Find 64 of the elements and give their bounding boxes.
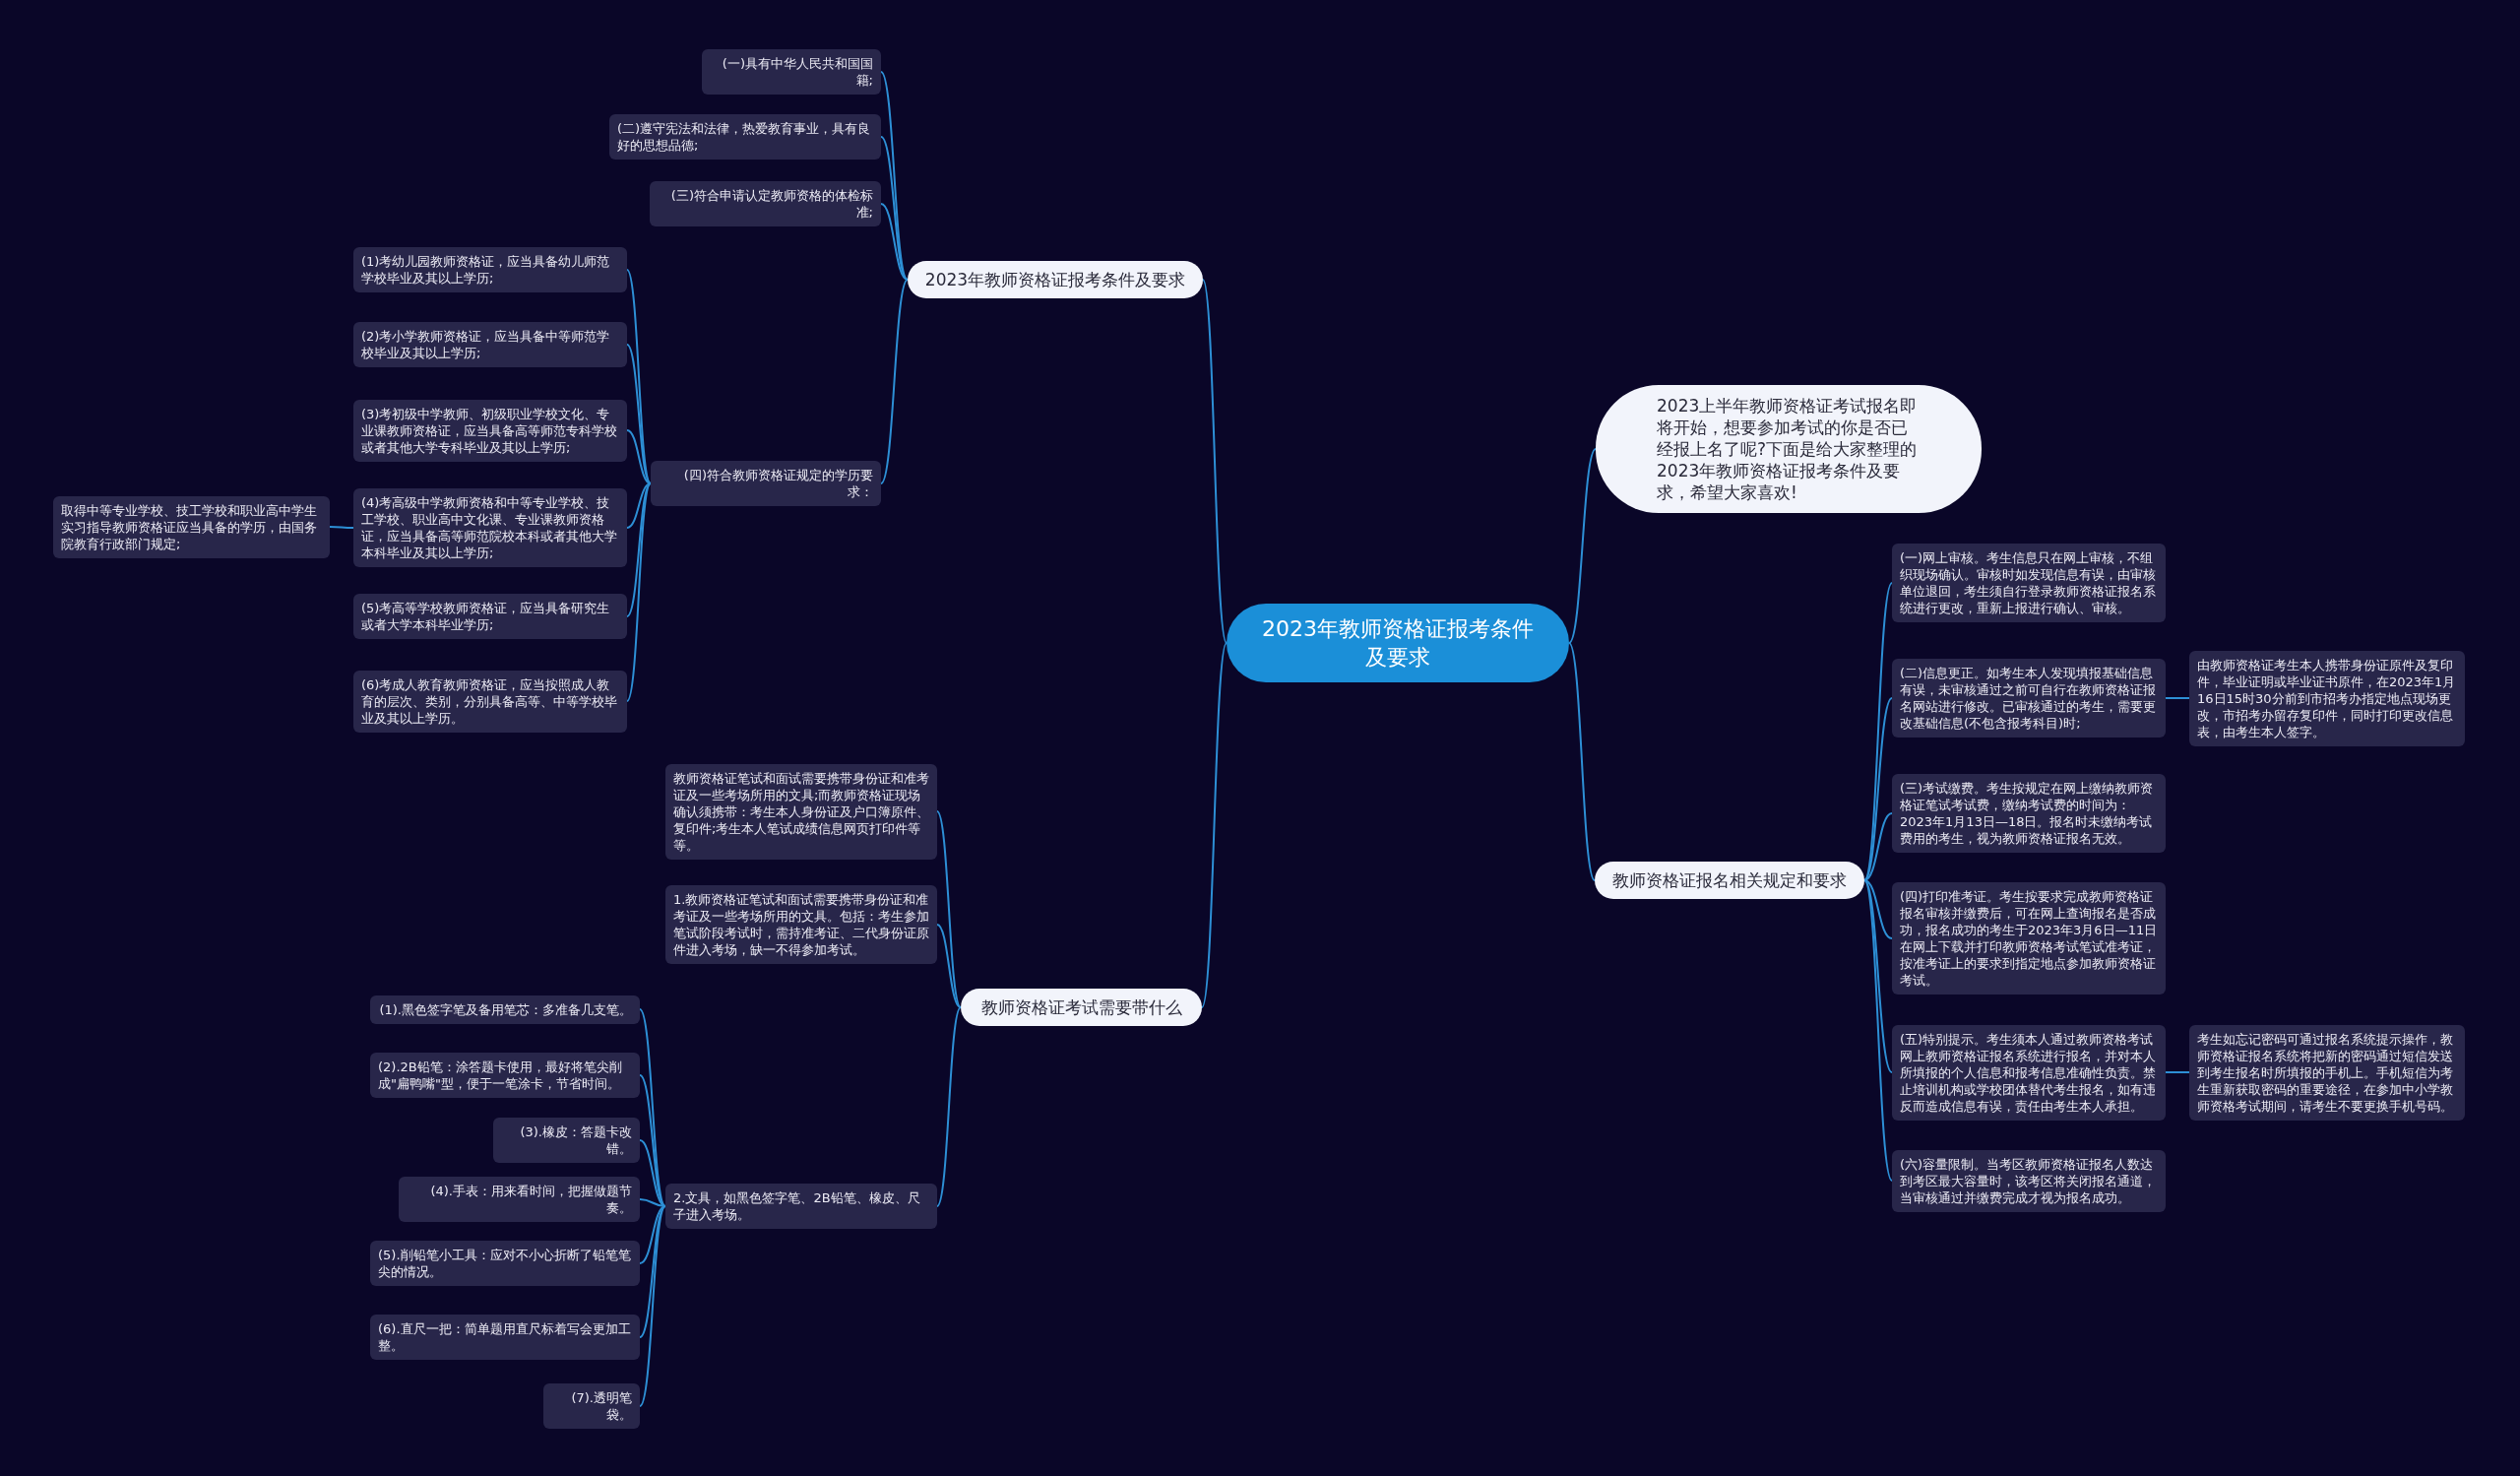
leaf-box: (1).黑色签字笔及备用笔芯：多准备几支笔。 bbox=[370, 995, 640, 1024]
leaf-box: (二)信息更正。如考生本人发现填报基础信息有误，未审核通过之前可自行在教师资格证报名网站进行修改。已审核通过的考生，需要更改基础信息(不包含报考科目)时; bbox=[1892, 659, 2166, 738]
central-topic: 2023年教师资格证报考条件及要求 bbox=[1227, 604, 1569, 682]
connector-line bbox=[626, 269, 652, 484]
branch-topic: 教师资格证考试需要带什么 bbox=[961, 989, 1202, 1026]
leaf-box: (5)考高等学校教师资格证，应当具备研究生或者大学本科毕业学历; bbox=[353, 594, 627, 639]
leaf-box: (5).削铅笔小工具：应对不小心折断了铅笔笔尖的情况。 bbox=[370, 1241, 640, 1286]
connector-line bbox=[329, 526, 354, 529]
connector-line bbox=[1202, 279, 1228, 644]
leaf-box: (一)网上审核。考生信息只在网上审核，不组织现场确认。审核时如发现信息有误，由审核单位退回，考生须自行登录教师资格证报名系统进行更改，重新上报进行确认、审核。 bbox=[1892, 544, 2166, 622]
leaf-box: (4).手表：用来看时间，把握做题节奏。 bbox=[399, 1177, 640, 1222]
leaf-box: 教师资格证笔试和面试需要携带身份证和准考证及一些考场所用的文具;而教师资格证现场确认须携带：考生本人身份证及户口簿原件、复印件;考生本人笔试成绩信息网页打印件等等。 bbox=[665, 764, 937, 860]
leaf-box: (五)特别提示。考生须本人通过教师资格考试网上教师资格证报名系统进行报名，并对本人所填报的个人信息和报考信息准确性负责。禁止培训机构或学校团体替代考生报名，如有违反而造成信息有误，责任由考生本人承担。 bbox=[1892, 1025, 2166, 1121]
leaf-box: (四)打印准考证。考生按要求完成教师资格证报名审核并缴费后，可在网上查询报名是否成功，报名成功的考生于2023年3月6日—11日在网上下载并打印教师资格考试笔试准考证，按准考证上的要求到指定地点参加教师资格证考试。 bbox=[1892, 882, 2166, 995]
leaf-box: (4)考高级中学教师资格和中等专业学校、技工学校、职业高中文化课、专业课教师资格证，应当具备高等师范院校本科或者其他大学本科毕业及其以上学历; bbox=[353, 488, 627, 567]
connector-line bbox=[626, 482, 652, 529]
connector-line bbox=[626, 344, 652, 484]
connector-line bbox=[639, 1205, 666, 1264]
connector-line bbox=[1568, 642, 1596, 881]
leaf-box: (6).直尺一把：简单题用直尺标着写会更加工整。 bbox=[370, 1315, 640, 1360]
leaf-box: (3).橡皮：答题卡改错。 bbox=[493, 1118, 640, 1163]
leaf-box: (1)考幼儿园教师资格证，应当具备幼儿师范学校毕业及其以上学历; bbox=[353, 247, 627, 292]
leaf-box: (三)符合申请认定教师资格的体检标准; bbox=[650, 181, 881, 226]
connector-line bbox=[626, 482, 652, 617]
leaf-box: (二)遵守宪法和法律，热爱教育事业，具有良好的思想品德; bbox=[609, 114, 881, 160]
connector-line bbox=[880, 279, 909, 484]
branch-topic: 教师资格证报名相关规定和要求 bbox=[1595, 862, 1864, 899]
leaf-box: (7).透明笔袋。 bbox=[543, 1383, 640, 1429]
connector-line bbox=[1863, 582, 1893, 881]
connector-line bbox=[639, 1074, 666, 1207]
leaf-box: (2).2B铅笔：涂答题卡使用，最好将笔尖削成"扁鸭嘴"型，便于一笔涂卡，节省时间。 bbox=[370, 1053, 640, 1098]
branch-topic: 2023年教师资格证报考条件及要求 bbox=[908, 261, 1203, 298]
connector-line bbox=[626, 482, 652, 702]
leaf-box: 2.文具，如黑色签字笔、2B铅笔、橡皮、尺子进入考场。 bbox=[665, 1184, 937, 1229]
leaf-box: (六)容量限制。当考区教师资格证报名人数达到考区最大容量时，该考区将关闭报名通道，当审核通过并缴费完成才视为报名成功。 bbox=[1892, 1150, 2166, 1212]
leaf-box: 1.教师资格证笔试和面试需要携带身份证和准考证及一些考场所用的文具。包括：考生参加笔试阶段考试时，需持准考证、二代身份证原件进入考场，缺一不得参加考试。 bbox=[665, 885, 937, 964]
leaf-box: 取得中等专业学校、技工学校和职业高中学生实习指导教师资格证应当具备的学历，由国务院教育行政部门规定; bbox=[53, 496, 330, 558]
connector-line bbox=[1568, 448, 1597, 644]
leaf-box: (2)考小学教师资格证，应当具备中等师范学校毕业及其以上学历; bbox=[353, 322, 627, 367]
leaf-box: (6)考成人教育教师资格证，应当按照成人教育的层次、类别，分别具备高等、中等学校毕业及其以上学历。 bbox=[353, 671, 627, 733]
leaf-box: 考生如忘记密码可通过报名系统提示操作，教师资格证报名系统将把新的密码通过短信发送到考生报名时所填报的手机上。手机短信为考生重新获取密码的重要途径，在参加中小学教师资格考试期间，请考生不要更换手机号码。 bbox=[2189, 1025, 2465, 1121]
connector-line bbox=[639, 1205, 666, 1407]
leaf-box: 由教师资格证考生本人携带身份证原件及复印件，毕业证明或毕业证书原件，在2023年1月16日15时30分前到市招考办指定地点现场更改，市招考办留存复印件，同时打印更改信息表，由考生本人签字。 bbox=[2189, 651, 2465, 746]
connector-line bbox=[880, 136, 909, 281]
connector-line bbox=[1863, 697, 1893, 881]
leaf-box: (四)符合教师资格证规定的学历要求： bbox=[651, 461, 881, 506]
connector-line bbox=[880, 203, 909, 281]
connector-line bbox=[639, 1205, 666, 1338]
connector-line bbox=[1863, 879, 1893, 939]
connector-line bbox=[2165, 1071, 2190, 1073]
connector-line bbox=[1863, 879, 1893, 1073]
connector-line bbox=[936, 924, 962, 1008]
leaf-box: (3)考初级中学教师、初级职业学校文化、专业课教师资格证，应当具备高等师范专科学校或者其他大学专科毕业及其以上学历; bbox=[353, 400, 627, 462]
connector-line bbox=[936, 810, 962, 1008]
connector-line bbox=[1201, 642, 1228, 1008]
connector-line bbox=[626, 429, 652, 484]
connector-line bbox=[639, 1008, 666, 1207]
leaf-box: (一)具有中华人民共和国国籍; bbox=[702, 49, 881, 95]
connector-line bbox=[936, 1006, 962, 1207]
connector-line bbox=[1863, 812, 1893, 881]
connector-line bbox=[1863, 879, 1893, 1182]
connector-line bbox=[2165, 697, 2190, 699]
leaf-box: (三)考试缴费。考生按规定在网上缴纳教师资格证笔试考试费，缴纳考试费的时间为：2023年1月13日—18日。报名时未缴纳考试费用的考生，视为教师资格证报名无效。 bbox=[1892, 774, 2166, 853]
intro-bubble: 2023上半年教师资格证考试报名即将开始，想要参加考试的你是否已经报上名了呢?下面是给大家整理的2023年教师资格证报考条件及要求，希望大家喜欢! bbox=[1596, 385, 1982, 513]
